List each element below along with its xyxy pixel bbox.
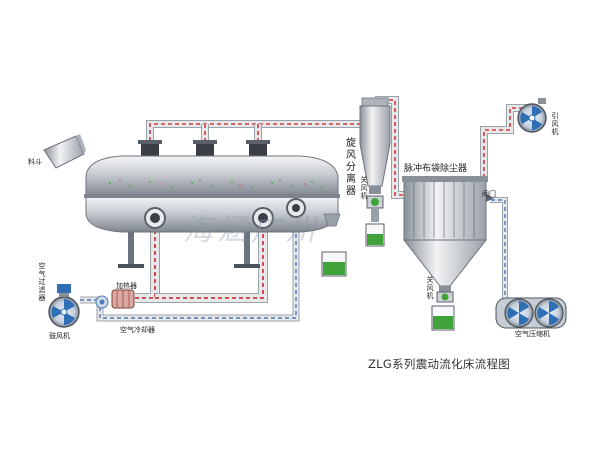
heater-label: 加热器 bbox=[116, 282, 137, 290]
air-cooler-icon bbox=[95, 295, 109, 309]
cyclone-valve-icon bbox=[366, 195, 384, 222]
induced-fan-icon bbox=[517, 98, 547, 133]
product-bed bbox=[109, 181, 323, 188]
compressor-icon bbox=[495, 297, 567, 329]
feed-hopper bbox=[43, 134, 86, 169]
feed-hopper-label: 料斗 bbox=[28, 158, 42, 166]
cold-air-pipe bbox=[80, 212, 300, 322]
bag-valve-label: 关风机 bbox=[426, 276, 434, 300]
diagram-title: ZLG系列震动流化床流程图 bbox=[368, 357, 511, 371]
cyclone-separator bbox=[359, 97, 391, 194]
blower-fan-icon bbox=[48, 296, 80, 328]
heater-icon bbox=[111, 289, 135, 309]
air-valve-label: 阀门 bbox=[482, 190, 496, 198]
compressed-air-pipe bbox=[490, 197, 508, 302]
compressor-label: 空气压缩机 bbox=[515, 330, 550, 338]
bagfilter-bin-icon bbox=[431, 305, 455, 331]
cyclone-label: 旋风分离器 bbox=[346, 138, 356, 197]
induced-fan-label: 引风机 bbox=[551, 112, 559, 136]
dryer-discharge-bin-icon bbox=[321, 251, 347, 277]
cyclone-valve-label: 关风机 bbox=[360, 176, 368, 200]
blower-label: 鼓风机 bbox=[49, 332, 70, 340]
bag-filter-label: 脉冲布袋除尘器 bbox=[404, 164, 468, 174]
vibrating-fluid-bed-dryer bbox=[84, 140, 341, 268]
air-cooler-label: 空气冷却器 bbox=[120, 326, 155, 334]
air-filter-icon bbox=[57, 284, 71, 297]
cyclone-bin-icon bbox=[365, 223, 385, 247]
air-filter-label: 空气过滤器 bbox=[38, 262, 46, 302]
bagfilter-to-fan-pipe bbox=[480, 104, 532, 178]
bagfilter-valve-icon bbox=[436, 291, 454, 303]
pulse-bag-filter bbox=[402, 176, 488, 292]
watermark: 海涵广州 bbox=[183, 213, 319, 248]
air-valve-icon bbox=[486, 194, 494, 202]
hot-air-supply-pipe bbox=[135, 228, 268, 303]
